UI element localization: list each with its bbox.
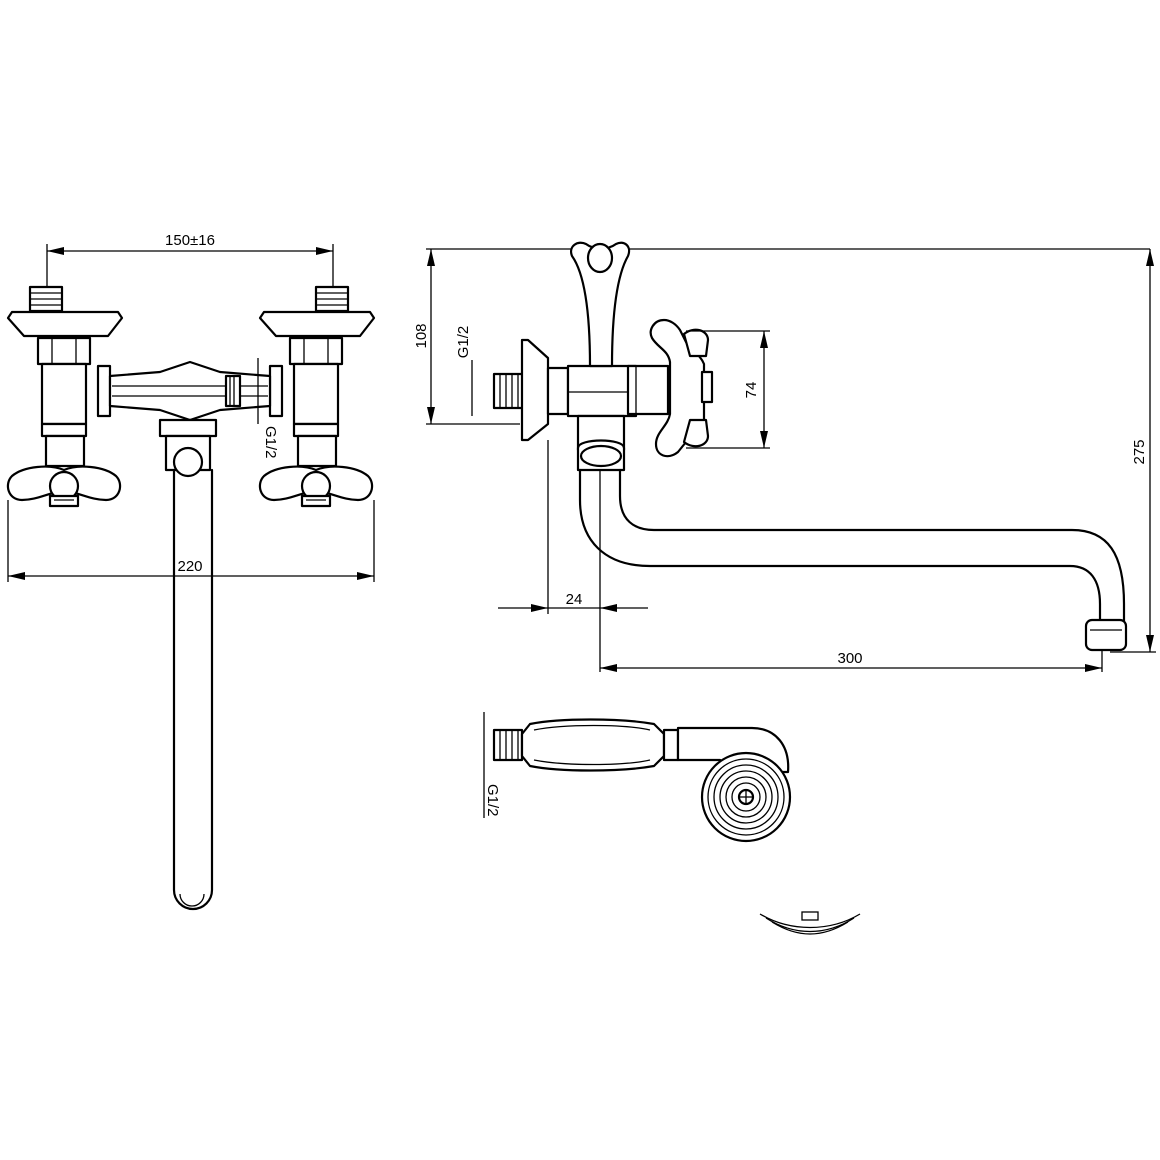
dim-depth-24: 24 <box>498 440 648 672</box>
dim-height-74: 74 <box>686 330 770 449</box>
side-view: 108 G1/2 <box>413 241 1156 672</box>
dim-overall-height: 275 <box>1110 249 1156 653</box>
dim-spout-reach: 300 <box>600 650 1103 672</box>
cross-handle-icon <box>649 318 714 458</box>
right-inlet <box>258 285 376 468</box>
front-thread-label: G1/2 <box>257 358 279 459</box>
left-inlet <box>6 285 124 468</box>
svg-text:74: 74 <box>743 382 760 399</box>
svg-text:275: 275 <box>1131 439 1148 464</box>
dim-overall-width: 220 <box>7 500 375 582</box>
front-spout <box>164 434 214 911</box>
left-handle-icon <box>6 465 122 508</box>
dim-spacing-label: 150±16 <box>165 232 215 249</box>
side-body <box>566 364 670 472</box>
svg-text:G1/2: G1/2 <box>262 426 279 459</box>
dim-height-108: 108 <box>413 249 520 425</box>
bottom-arc <box>759 911 861 935</box>
right-handle-icon <box>258 465 374 508</box>
svg-text:G1/2: G1/2 <box>455 326 472 359</box>
hand-shower: G1/2 <box>483 712 792 843</box>
side-inlet <box>492 338 570 442</box>
svg-text:24: 24 <box>566 591 583 608</box>
central-body <box>96 360 284 438</box>
dim-overall-width-label: 220 <box>177 558 202 575</box>
svg-text:300: 300 <box>837 650 862 667</box>
svg-text:G1/2: G1/2 <box>484 784 501 817</box>
top-lever-icon <box>570 241 631 368</box>
dim-spacing: 150±16 <box>46 232 334 290</box>
front-view: 150±16 <box>6 232 376 911</box>
svg-text:108: 108 <box>413 323 430 348</box>
side-thread-label: G1/2 <box>455 326 473 416</box>
side-spout <box>578 468 1128 652</box>
